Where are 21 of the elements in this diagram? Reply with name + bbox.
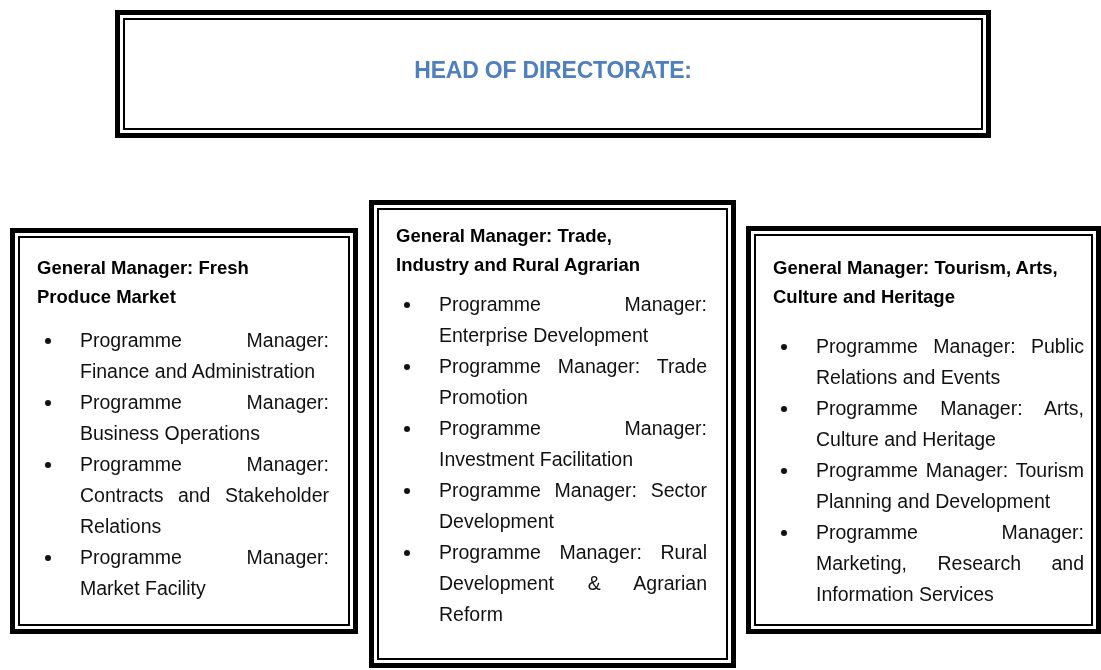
bullet-item: Programme Manager: Marketing, Research and Information Services (816, 520, 1084, 607)
box-heading: General Manager: Fresh Produce Market (37, 256, 250, 309)
manager-box (10, 228, 358, 634)
directorate-box (115, 10, 991, 138)
bullet-item: Programme Manager: Contracts and Stakeholder Relations (80, 452, 329, 539)
box-title: HEAD OF DIRECTORATE: (413, 57, 693, 84)
bullet-item: Programme Manager: Enterprise Development (439, 292, 707, 348)
bullet-item: Programme Manager: Rural Development & Agrarian Reform (439, 540, 707, 627)
bullet-item: Programme Manager: Investment Facilitation (439, 416, 707, 472)
bullet-item: Programme Manager: Arts, Culture and Heritage (816, 396, 1084, 452)
bullet-item: Programme Manager: Market Facility (80, 545, 329, 601)
manager-box (746, 226, 1101, 634)
bullet-item: Programme Manager: Sector Development (439, 478, 707, 534)
bullet-item: Programme Manager: Public Relations and Events (816, 334, 1084, 390)
bullet-item: Programme Manager: Tourism Planning and Development (816, 458, 1084, 514)
box-heading: General Manager: Tourism, Arts, Culture and Heritage (773, 256, 1059, 309)
bullet-item: Programme Manager: Business Operations (80, 390, 329, 446)
box-heading: General Manager: Trade, Industry and Rural Agrarian (396, 224, 641, 277)
bullet-item: Programme Manager: Finance and Administration (80, 328, 329, 384)
manager-box (369, 200, 736, 668)
bullet-item: Programme Manager: Trade Promotion (439, 354, 707, 410)
